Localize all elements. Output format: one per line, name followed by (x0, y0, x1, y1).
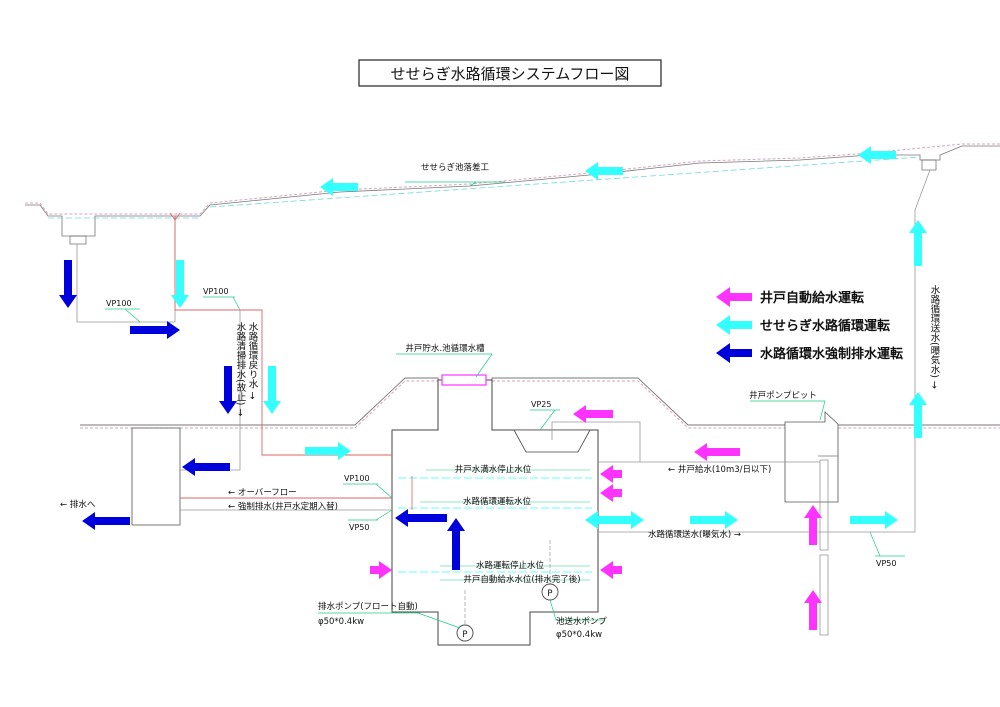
legend-item-well-auto: 井戸自動給水運転 (716, 287, 864, 307)
flow-arrow-8 (305, 442, 351, 460)
cleaning-vertical-label: 水路清掃排水(故止) → (235, 321, 247, 416)
flow-arrow-3 (59, 260, 77, 308)
flow-arrow-20 (602, 511, 644, 529)
flow-arrow-26 (909, 392, 927, 438)
legend: 井戸自動給水運転 せせらぎ水路循環運転 水路循環水強制排水運転 (716, 287, 903, 363)
drop-works-label: せせらぎ池落差工 (421, 162, 490, 173)
leader-lines (105, 296, 905, 629)
piping (76, 169, 931, 625)
legend-label-well-auto: 井戸自動給水運転 (760, 290, 864, 306)
flow-arrow-13 (447, 518, 465, 570)
well-pump-pit: 井戸ポンプピット (749, 390, 839, 636)
legend-item-circulation: せせらぎ水路循環運転 (716, 315, 890, 335)
flow-arrow-9 (182, 458, 230, 476)
drain-pump-symbol: P (462, 630, 467, 640)
stop-level-label: 水路運転停止水位 (476, 560, 545, 571)
flow-arrow-0 (320, 178, 358, 196)
flow-arrow-21 (690, 511, 738, 529)
send-pump-spec: φ50*0.4kw (556, 630, 602, 640)
vp50-label-a: VP50 (349, 523, 369, 532)
flow-arrow-19 (600, 561, 622, 579)
send-water-label: 水路循環送水(曝気水) → (648, 529, 741, 540)
flow-arrow-2 (858, 146, 896, 164)
page-title: せせらぎ水路循環システムフロー図 (391, 65, 630, 83)
send-pump-symbol: P (547, 589, 552, 599)
flow-arrow-6 (219, 366, 237, 414)
return-vertical-label: 水路循環戻り水 → (247, 321, 259, 399)
title-box: せせらぎ水路循環システムフロー図 (358, 59, 662, 87)
vp100-label-b: VP100 (203, 287, 229, 296)
flow-arrow-1 (585, 162, 623, 180)
flow-arrow-4 (171, 260, 189, 308)
pipe-labels: VP100 VP100 VP100 VP25 VP50 VP50 ← オーバーフ… (60, 287, 896, 640)
send-pump-label: 池送水ポンプ (556, 616, 607, 627)
upper-waterway-profile: せせらぎ池落差工 (25, 143, 1000, 245)
tank-label: 井戸貯水.池循環水槽 (405, 343, 485, 354)
flow-arrow-7 (263, 366, 281, 414)
drain-pump: P (456, 624, 474, 642)
drain-structure (131, 427, 181, 526)
drain-pump-spec: φ50*0.4kw (318, 617, 364, 627)
send-vertical-label: 水路循環送水(曝気水) → (929, 284, 941, 389)
auto-level-label: 井戸自動給水水位(排水完了後) (463, 574, 580, 585)
flow-arrows (59, 146, 927, 630)
run-level-label: 水路循環運転水位 (463, 496, 532, 507)
forced-drain-label: ← 強制排水(井戸水定期入替) (228, 501, 338, 512)
flow-arrow-23 (804, 505, 822, 545)
legend-label-forced-drain: 水路循環水強制排水運転 (760, 346, 903, 362)
to-drain-label: ← 排水へ (60, 499, 96, 510)
flow-arrow-16 (600, 465, 622, 483)
well-supply-label: ← 井戸給水(10m3/日以下) (668, 464, 771, 475)
well-pit-label: 井戸ポンプピット (749, 390, 817, 401)
flow-arrow-14 (573, 405, 613, 423)
vp25-label: VP25 (531, 400, 551, 409)
main-tank: 井戸水満水停止水位 水路循環運転水位 水路運転停止水位 井戸自動給水水位(排水完… (391, 343, 599, 646)
full-level-label: 井戸水満水停止水位 (455, 464, 532, 475)
flow-arrow-22 (850, 511, 898, 529)
flow-arrow-15 (694, 443, 740, 461)
flow-arrow-10 (82, 512, 130, 530)
legend-item-forced-drain: 水路循環水強制排水運転 (716, 343, 903, 363)
drain-pump-label: 排水ポンプ(フロート自動) (318, 601, 418, 612)
legend-label-circulation: せせらぎ水路循環運転 (760, 318, 890, 334)
flow-arrow-5 (130, 321, 180, 339)
flow-arrow-18 (370, 561, 392, 579)
vertical-labels: 水路循環戻り水 → 水路清掃排水(故止) → 水路循環送水(曝気水) → (235, 284, 941, 416)
send-pump: P (541, 583, 559, 601)
overflow-label: ← オーバーフロー (228, 488, 297, 498)
vp50-label-b: VP50 (876, 559, 896, 568)
vp100-label-a: VP100 (106, 299, 132, 308)
flow-arrow-17 (600, 484, 622, 502)
flow-arrow-24 (804, 590, 822, 630)
flow-arrow-11 (395, 509, 447, 527)
flow-arrow-25 (909, 220, 927, 266)
vp100-label-c: VP100 (344, 474, 370, 483)
